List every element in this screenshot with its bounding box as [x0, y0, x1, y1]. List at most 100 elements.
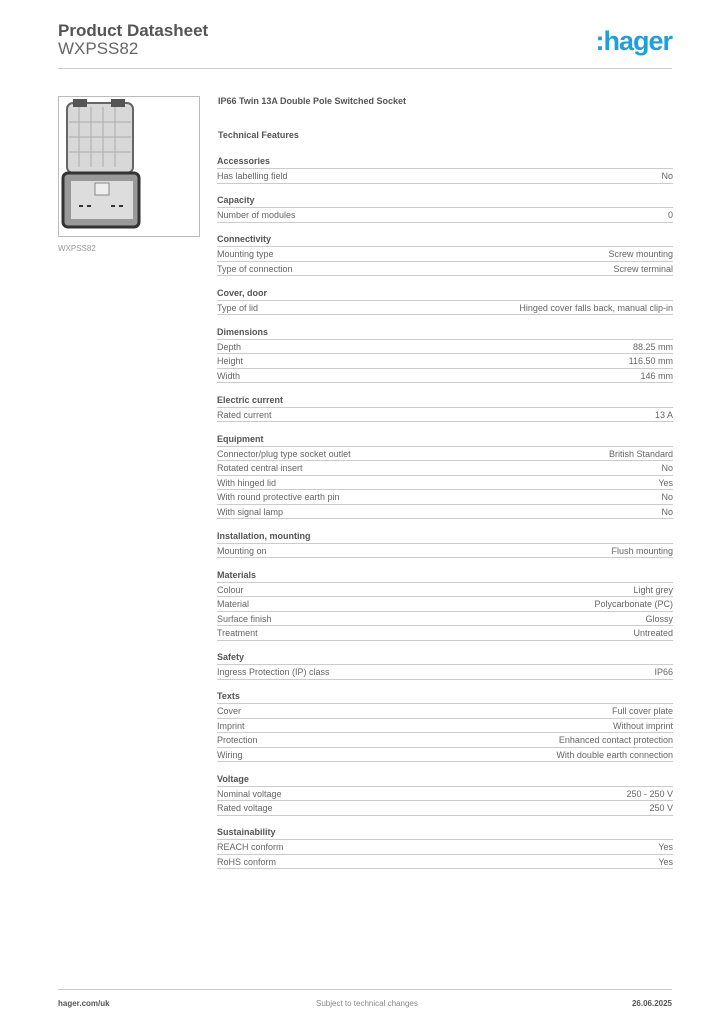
spec-value: Light grey — [633, 584, 673, 595]
spec-label: Treatment — [217, 628, 258, 638]
spec-row: Rated voltage 250 V — [217, 801, 673, 816]
spec-group-title: Installation, mounting — [217, 529, 673, 544]
spec-label: REACH conform — [217, 842, 284, 852]
product-name: IP66 Twin 13A Double Pole Switched Socke… — [218, 96, 407, 106]
spec-label: Colour — [217, 584, 244, 595]
spec-value: Glossy — [645, 613, 673, 624]
footer-note: Subject to technical changes — [316, 999, 418, 1008]
product-image — [58, 96, 200, 237]
spec-label: Rated current — [217, 409, 272, 420]
spec-label: Type of lid — [217, 302, 259, 313]
spec-value: Yes — [658, 856, 673, 867]
image-caption: WXPSS82 — [58, 244, 96, 253]
section-title: Technical Features — [218, 130, 299, 140]
spec-row: With signal lamp No — [217, 505, 673, 519]
page-title: Product Datasheet — [58, 21, 209, 40]
spec-label: Connector/plug type socket outlet — [217, 448, 351, 459]
spec-value: Screw terminal — [613, 263, 673, 274]
spec-label: Nominal voltage — [217, 788, 282, 799]
spec-row: Connector/plug type socket outlet British… — [217, 447, 673, 461]
spec-value: No — [661, 492, 673, 502]
spec-group-title: Materials — [217, 568, 673, 583]
spec-value: 146 mm — [640, 370, 673, 381]
spec-value: 116.50 mm — [628, 356, 673, 366]
product-code: WXPSS82 — [58, 39, 139, 58]
spec-row: Mounting on Flush mounting — [217, 544, 673, 558]
spec-value: No — [661, 171, 673, 181]
spec-label: Number of modules — [217, 210, 296, 220]
footer-divider — [58, 989, 672, 990]
spec-row: Width 146 mm — [217, 369, 673, 383]
spec-row: Type of connection Screw terminal — [217, 262, 673, 276]
spec-label: Material — [217, 599, 250, 609]
spec-value: Enhanced contact protection — [558, 735, 673, 745]
spec-row: Rotated central insert No — [217, 461, 673, 476]
spec-row: With round protective earth pin No — [217, 490, 673, 505]
spec-label: Imprint — [217, 720, 245, 731]
spec-label: Cover — [217, 706, 242, 716]
spec-label: Width — [217, 370, 241, 381]
spec-label: With hinged lid — [217, 477, 277, 488]
spec-value: Untreated — [633, 628, 673, 638]
spec-group-title: Electric current — [217, 393, 673, 408]
header-divider — [58, 68, 672, 69]
spec-group-title: Dimensions — [217, 325, 673, 340]
spec-label: Has labelling field — [217, 171, 288, 181]
spec-value: Hinged cover falls back, manual clip-in — [519, 302, 673, 313]
spec-value: With double earth connection — [556, 749, 673, 760]
spec-group-title: Voltage — [217, 772, 673, 787]
spec-value: Flush mounting — [611, 545, 673, 556]
spec-value: Full cover plate — [611, 706, 673, 716]
spec-row: Colour Light grey — [217, 583, 673, 597]
spec-row: Ingress Protection (IP) class IP66 — [217, 665, 673, 680]
spec-row: Protection Enhanced contact protection — [217, 733, 673, 748]
spec-label: With round protective earth pin — [217, 492, 340, 502]
spec-value: IP66 — [654, 667, 673, 677]
spec-group-title: Connectivity — [217, 232, 673, 247]
spec-label: RoHS conform — [217, 856, 277, 867]
spec-value: Polycarbonate (PC) — [594, 599, 673, 609]
spec-value: British Standard — [608, 448, 673, 459]
spec-label: Rated voltage — [217, 803, 273, 813]
spec-row: Type of lid Hinged cover falls back, manu… — [217, 301, 673, 315]
socket-illustration — [61, 99, 141, 229]
spec-value: 250 - 250 V — [626, 788, 673, 799]
spec-row: Cover Full cover plate — [217, 704, 673, 719]
spec-row: Treatment Untreated — [217, 626, 673, 641]
spec-label: Rotated central insert — [217, 463, 303, 473]
spec-row: Height 116.50 mm — [217, 354, 673, 369]
spec-label: Type of connection — [217, 263, 293, 274]
spec-value: No — [661, 506, 673, 517]
spec-value: 88.25 mm — [632, 341, 673, 352]
spec-value: 250 V — [649, 803, 673, 813]
footer-website-link[interactable]: hager.com/uk — [58, 999, 110, 1008]
spec-label: Height — [217, 356, 244, 366]
spec-group-title: Capacity — [217, 193, 673, 208]
spec-group-title: Equipment — [217, 432, 673, 447]
spec-group-title: Cover, door — [217, 286, 673, 301]
spec-value: Screw mounting — [608, 249, 673, 259]
spec-value: No — [661, 463, 673, 473]
spec-label: Protection — [217, 735, 258, 745]
hager-logo: :hager — [595, 26, 673, 56]
spec-label: Ingress Protection (IP) class — [217, 667, 330, 677]
spec-label: Mounting on — [217, 545, 267, 556]
spec-row: Material Polycarbonate (PC) — [217, 597, 673, 612]
spec-label: With signal lamp — [217, 506, 284, 517]
